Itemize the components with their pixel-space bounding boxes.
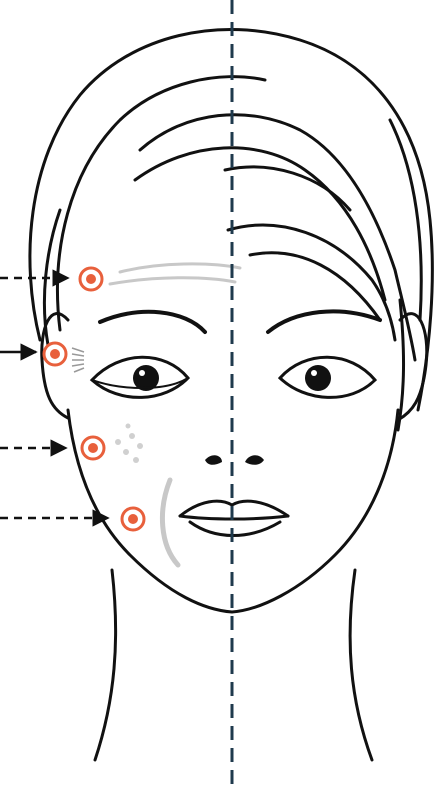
target-dot-icon: [122, 508, 144, 530]
left-eye: [92, 357, 188, 397]
target-dot-icon: [44, 343, 66, 365]
target-dot-icon: [80, 268, 102, 290]
right-eye: [280, 357, 375, 397]
mouth: [180, 501, 288, 535]
nasolabial-fold: [162, 480, 178, 565]
target-dot-icon: [82, 437, 104, 459]
forehead-wrinkles: [110, 264, 240, 284]
crows-feet-wrinkle: [72, 348, 84, 372]
cheek-pores: [115, 424, 143, 464]
brows: [100, 311, 380, 332]
nose: [205, 455, 264, 465]
